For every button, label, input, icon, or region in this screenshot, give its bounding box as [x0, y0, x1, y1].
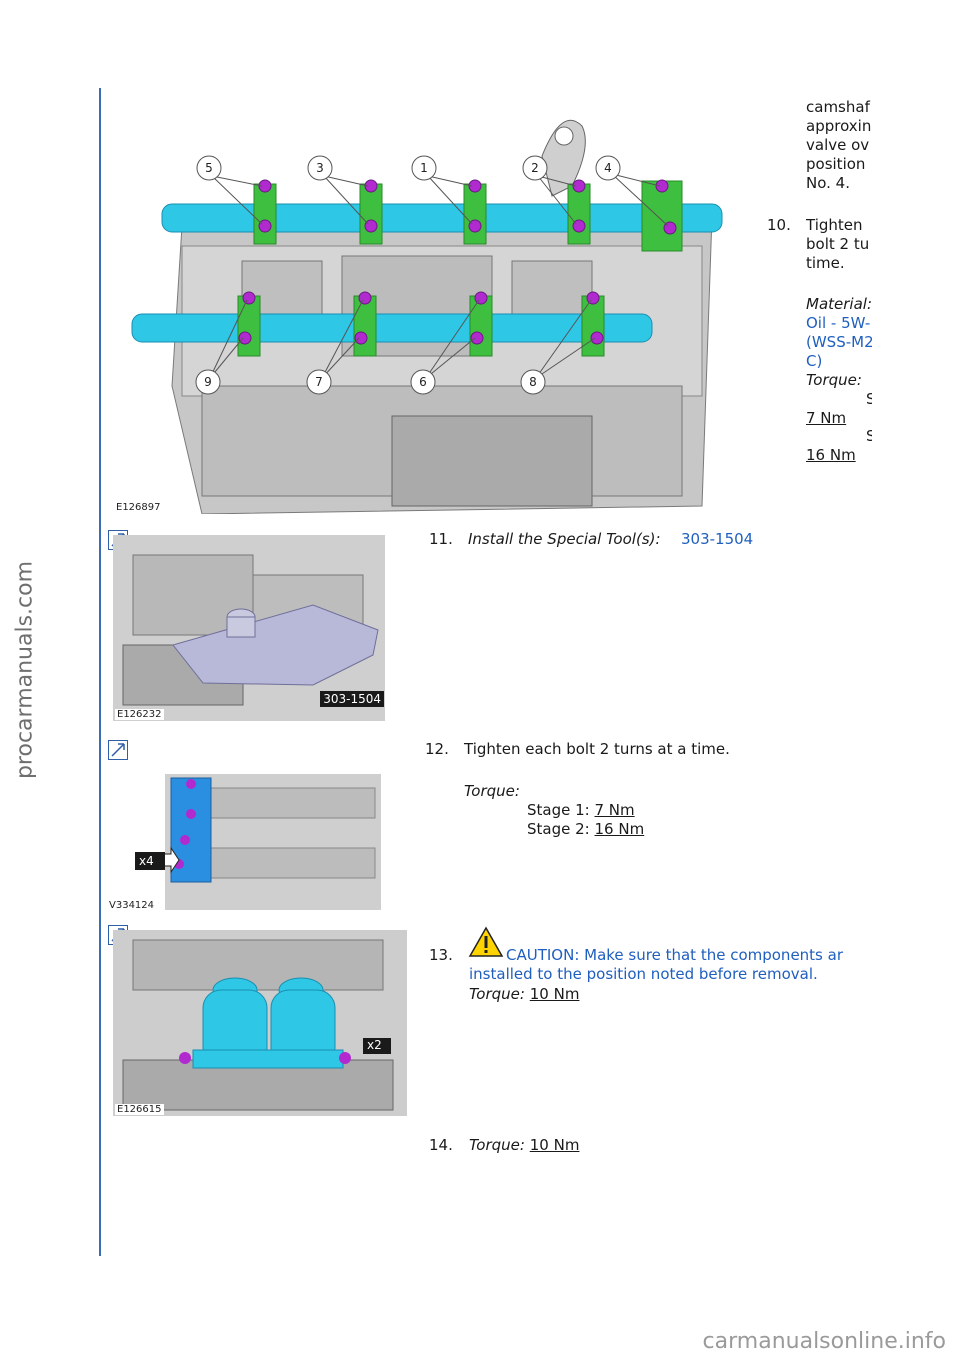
material-line: Oil - 5W-: [806, 314, 871, 332]
step14-torque: Torque: 10 Nm: [469, 1136, 579, 1155]
step13-caution-line1: CAUTION: Make sure that the components a…: [506, 946, 844, 964]
x2-tag: x2: [367, 1038, 382, 1052]
callout-3: 3: [316, 161, 324, 175]
torque-label: Torque:: [469, 985, 525, 1003]
step9-line: No. 4.: [806, 174, 850, 192]
side-watermark: procarmanuals.com: [10, 560, 40, 780]
step11-prefix: Install the Special Tool(s):: [468, 530, 661, 548]
figure-label: E126897: [114, 502, 163, 513]
side-watermark-text: procarmanuals.com: [12, 560, 38, 780]
callout-2: 2: [531, 161, 539, 175]
step10-number: 10.: [767, 216, 791, 234]
step9-line: position: [806, 155, 866, 173]
material-line: C): [806, 352, 823, 370]
callout-5: 5: [205, 161, 213, 175]
figure-bolts-x4: x4 V334124: [105, 768, 383, 912]
step10-stage1-mark: S: [866, 390, 872, 408]
torque-label: Torque:: [469, 1136, 525, 1154]
step10-stage2-mark: S: [866, 427, 872, 445]
step10-text: Tighten bolt 2 tu time.: [806, 216, 872, 273]
callout-9: 9: [204, 375, 212, 389]
x4-tag: x4: [139, 854, 154, 868]
step12-number: 12.: [425, 740, 449, 758]
stage2-value: 16 Nm: [594, 820, 645, 838]
step12-torque-label: Torque:: [464, 782, 520, 800]
tool-tag: 303-1504: [320, 691, 384, 707]
step10-value-1: 7 Nm: [806, 409, 847, 427]
figure-special-tool: E126232 303-1504: [113, 535, 385, 721]
camshaft-caps-illustration: 5 3 1 2 4 9 7 6 8: [131, 119, 723, 514]
step12-text: Tighten each bolt 2 turns at a time.: [464, 740, 730, 758]
step12-stage2: Stage 2: 16 Nm: [527, 820, 644, 839]
figure-components-x2: x2 E126615: [113, 930, 407, 1116]
special-tool-illustration: [113, 535, 385, 721]
bottom-watermark: carmanualsonline.info: [702, 1329, 946, 1354]
step13-caution-line2: installed to the position noted before r…: [469, 965, 818, 983]
step13-number: 13.: [429, 946, 453, 964]
bolts-x4-illustration: [135, 774, 381, 910]
step13-torque: Torque: 10 Nm: [469, 985, 579, 1004]
callout-1: 1: [420, 161, 428, 175]
step9-line: camshaf: [806, 98, 870, 116]
callout-8: 8: [529, 375, 537, 389]
callout-7: 7: [315, 375, 323, 389]
callout-6: 6: [419, 375, 427, 389]
figure-label: E126615: [115, 1104, 164, 1115]
material-line: (WSS-M2: [806, 333, 872, 351]
step10-material-label: Material:: [806, 295, 872, 313]
step10-material-link[interactable]: Oil - 5W- (WSS-M2 C): [806, 314, 872, 371]
stage1-label: Stage 1:: [527, 801, 590, 819]
step10-torque-label: Torque:: [806, 371, 862, 389]
step12-stage1: Stage 1: 7 Nm: [527, 801, 635, 820]
step10-line: Tighten: [806, 216, 863, 234]
step10-line: time.: [806, 254, 845, 272]
zoom-icon[interactable]: [108, 740, 128, 760]
step9-line: valve ov: [806, 136, 870, 154]
stage2-label: Stage 2:: [527, 820, 590, 838]
step11-tool-link[interactable]: 303-1504: [681, 530, 754, 548]
step9-continuation: camshaf approxin valve ov position No. 4…: [806, 98, 872, 193]
step9-line: approxin: [806, 117, 872, 135]
figure-label: V334124: [107, 900, 157, 911]
figure-camshaft-caps: 5 3 1 2 4 9 7 6 8 E126897: [112, 86, 724, 514]
callout-4: 4: [604, 161, 612, 175]
figure-label: E126232: [115, 709, 164, 720]
step11-number: 11.: [429, 530, 453, 548]
step10-line: bolt 2 tu: [806, 235, 870, 253]
warning-icon: [468, 926, 504, 958]
stage1-value: 7 Nm: [594, 801, 635, 819]
components-x2-illustration: [113, 930, 407, 1116]
torque-value: 10 Nm: [529, 985, 580, 1003]
step14-number: 14.: [429, 1136, 453, 1154]
torque-value: 10 Nm: [529, 1136, 580, 1154]
page-vertical-rule: [99, 88, 101, 1256]
step10-value-2: 16 Nm: [806, 446, 856, 464]
